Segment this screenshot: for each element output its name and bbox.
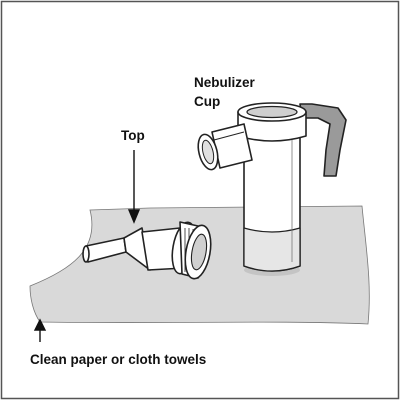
cup-chamber-shade	[243, 227, 301, 272]
nebulizer-top	[82, 221, 212, 280]
top-arrow-head	[127, 209, 141, 224]
top-nozzle-tip	[82, 245, 90, 263]
label-cup: Cup	[194, 94, 220, 109]
top-cap-inner	[190, 233, 208, 271]
label-top: Top	[121, 128, 145, 143]
cup-rim-inner	[246, 105, 298, 119]
label-towels: Clean paper or cloth towels	[30, 352, 206, 367]
cup-handle	[299, 103, 347, 177]
pointer-arrows	[33, 150, 141, 342]
cup-outlet-step	[213, 131, 245, 141]
nebulizer-cup	[197, 102, 347, 272]
cup-outlet-bore	[201, 139, 215, 165]
label-nebulizer: Nebulizer	[194, 75, 256, 90]
towel-arrow-head	[33, 318, 47, 331]
